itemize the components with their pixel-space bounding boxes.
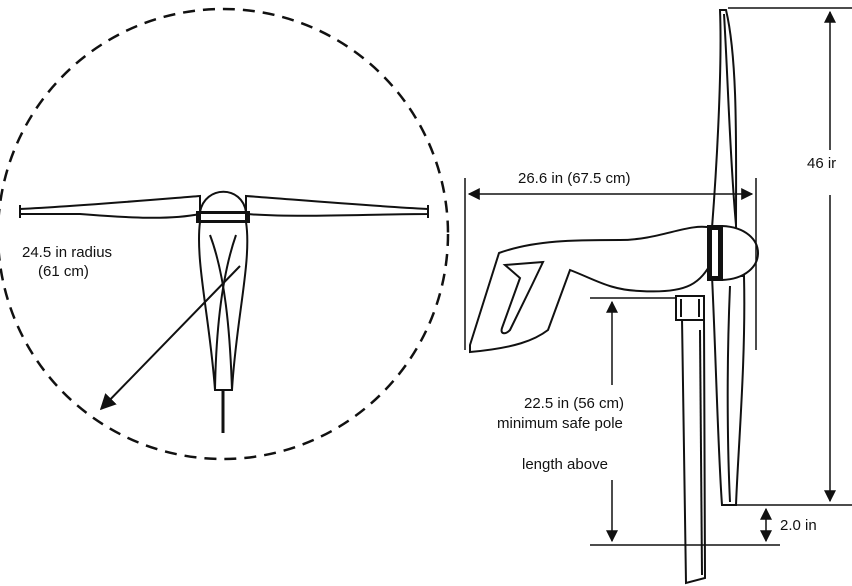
side-hub-nose <box>721 224 759 282</box>
radius-label-line1: 24.5 in radius <box>22 244 113 261</box>
radius-label-line2: (61 cm) <box>38 263 89 280</box>
pole-label-line3: length above <box>522 456 608 473</box>
front-left-blade <box>19 194 201 219</box>
pole-label-line2: minimum safe pole <box>497 415 623 432</box>
swept-area-circle <box>0 7 450 461</box>
front-view <box>0 7 450 461</box>
height-label: 46 ir <box>807 155 837 172</box>
front-tail-body <box>197 221 249 391</box>
front-right-blade <box>245 194 429 217</box>
side-upper-blade <box>710 9 738 229</box>
side-nacelle-body <box>469 225 713 354</box>
length-label: 26.6 in (67.5 cm) <box>518 170 631 187</box>
side-view <box>464 7 852 585</box>
clearance-label: 2.0 in <box>780 517 817 534</box>
pole-label-line1: 22.5 in (56 cm) <box>524 395 625 412</box>
front-hub-nose <box>198 190 248 213</box>
radius-arrow <box>99 265 241 411</box>
